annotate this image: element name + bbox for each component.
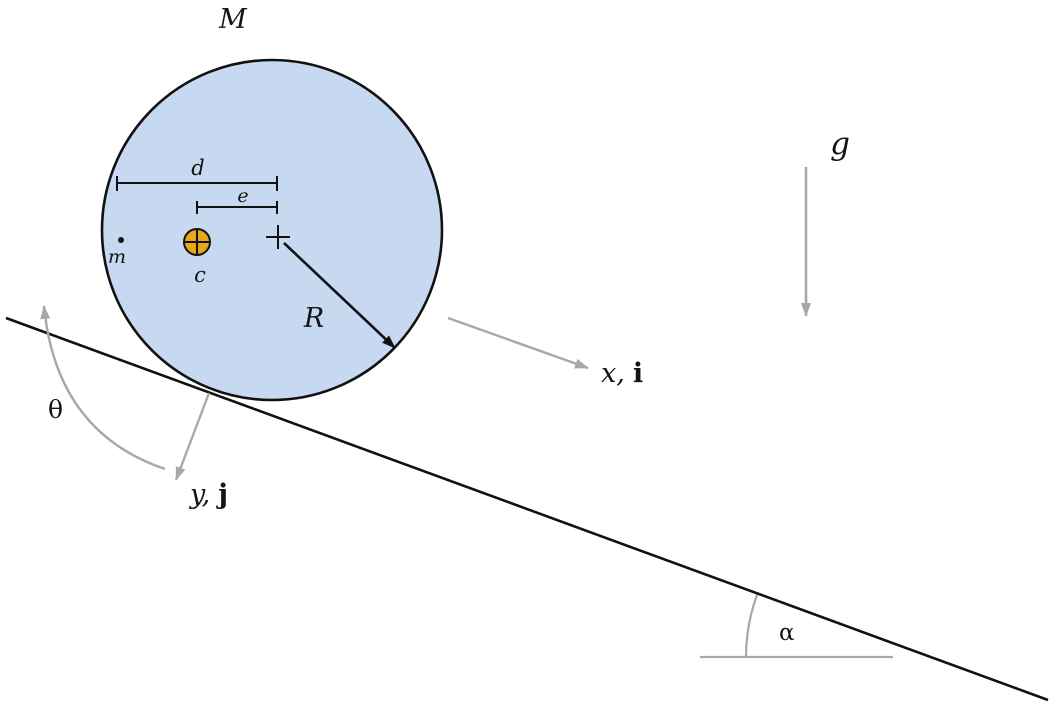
x-unit-vector: i (633, 358, 643, 389)
dim-d-label: d (191, 156, 204, 180)
y-unit-vector: j (216, 479, 228, 510)
dim-e-line (196, 201, 278, 214)
x-axis-arrow (447, 316, 589, 370)
gravity-label: g (830, 126, 850, 162)
com-label: c (194, 263, 206, 287)
disk (100, 58, 444, 402)
y-axis-symbol: y, (189, 479, 210, 510)
radius-arrow (283, 242, 396, 349)
x-axis-label: x, i (601, 358, 643, 389)
y-axis-arrow (174, 392, 211, 481)
point-mass-label: m (108, 246, 126, 268)
theta-arc (40, 305, 166, 471)
dim-d-line (116, 176, 278, 191)
disk-mass-label: M (218, 4, 248, 35)
incline-line (5, 316, 1049, 702)
alpha-label: α (779, 620, 795, 646)
point-mass-dot (118, 237, 124, 243)
theta-label: θ (48, 395, 63, 424)
dim-e-label: e (237, 185, 248, 207)
x-axis-symbol: x, (601, 358, 625, 389)
alpha-arc (744, 594, 759, 658)
disk-center-cross (266, 225, 290, 249)
radius-label: R (303, 303, 324, 334)
com-marker (183, 228, 211, 256)
y-axis-label: y,j (189, 479, 228, 510)
